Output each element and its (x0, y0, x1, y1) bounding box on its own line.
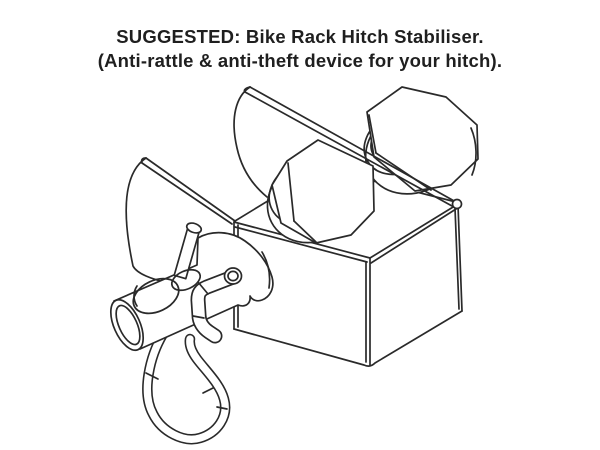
caption-line-2: (Anti-rattle & anti-theft device for you… (97, 50, 503, 71)
right-guide-plate (233, 86, 268, 198)
pin-handle (190, 267, 243, 344)
handle-end-cap (223, 267, 243, 285)
pin-hole-front (132, 277, 180, 315)
rim-corner-joint (451, 198, 463, 210)
pin-end-cap (109, 298, 145, 352)
front-hex-bolt (266, 139, 375, 244)
r-clip (142, 328, 231, 445)
front-hex-head (271, 139, 375, 244)
caption: SUGGESTED: Bike Rack Hitch Stabiliser. (… (0, 25, 600, 73)
right-plate-rim (243, 86, 463, 210)
hitch-pin-assembly (109, 222, 274, 445)
left-guide-plate (125, 157, 236, 284)
pin-hole-top (170, 268, 202, 292)
caption-line-1: SUGGESTED: Bike Rack Hitch Stabiliser. (116, 26, 484, 47)
